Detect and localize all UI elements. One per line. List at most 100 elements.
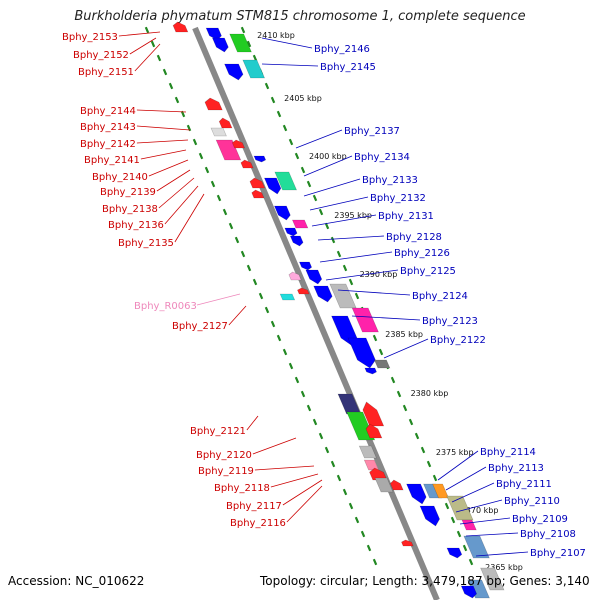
left-gene-label[interactable]: Bphy_2117 xyxy=(226,501,282,512)
right-track-tick xyxy=(444,502,450,510)
left-gene-label[interactable]: Bphy_2138 xyxy=(102,204,158,215)
scale-label: 2390 kbp xyxy=(360,270,398,279)
left-leader-line xyxy=(140,149,187,160)
right-track-tick xyxy=(330,236,336,244)
left-track-tick xyxy=(348,502,354,510)
forward-gene-feature xyxy=(289,235,304,247)
right-track-tick xyxy=(378,348,384,356)
left-track-tick xyxy=(162,68,168,76)
right-gene-label[interactable]: Bphy_2107 xyxy=(530,548,586,559)
reverse-gene-feature xyxy=(288,271,302,281)
forward-gene-feature xyxy=(229,33,252,53)
right-gene-label[interactable]: Bphy_2134 xyxy=(354,152,410,163)
left-track-tick xyxy=(258,292,264,300)
left-gene-label[interactable]: Bphy_2120 xyxy=(196,450,252,461)
left-gene-label[interactable]: Bphy_2152 xyxy=(73,50,129,61)
right-track-tick xyxy=(300,166,306,174)
right-leader-line xyxy=(465,532,519,537)
right-track-tick xyxy=(468,558,474,566)
left-gene-label[interactable]: Bphy_2127 xyxy=(172,321,228,332)
left-track-tick xyxy=(324,446,330,454)
right-gene-label[interactable]: Bphy_2128 xyxy=(386,232,442,243)
accession-text: Accession: NC_010622 xyxy=(8,574,145,588)
forward-gene-feature xyxy=(480,567,505,591)
right-gene-label[interactable]: Bphy_2110 xyxy=(504,496,560,507)
forward-gene-feature xyxy=(463,535,490,559)
left-track-tick xyxy=(174,96,180,104)
right-track-tick xyxy=(294,152,300,160)
left-gene-label[interactable]: Bphy_2139 xyxy=(100,187,156,198)
left-gene-label[interactable]: Bphy_2151 xyxy=(78,67,134,78)
left-gene-label[interactable]: Bphy_2140 xyxy=(92,172,148,183)
left-gene-label[interactable]: Bphy_2116 xyxy=(230,518,286,529)
left-gene-label[interactable]: Bphy_2141 xyxy=(84,155,140,166)
right-gene-label[interactable]: Bphy_2109 xyxy=(512,514,568,525)
right-gene-label[interactable]: Bphy_2114 xyxy=(480,447,536,458)
left-leader-line xyxy=(136,125,191,131)
left-leader-line xyxy=(129,37,157,55)
right-leader-line xyxy=(303,178,361,197)
right-gene-label[interactable]: Bphy_2132 xyxy=(370,193,426,204)
left-gene-label[interactable]: Bphy_2119 xyxy=(198,466,254,477)
left-leader-line xyxy=(196,293,241,306)
right-gene-label[interactable]: Bphy_2123 xyxy=(422,316,478,327)
right-gene-label[interactable]: Bphy_2137 xyxy=(344,126,400,137)
forward-gene-feature xyxy=(460,585,478,599)
left-track-tick xyxy=(264,306,270,314)
right-gene-label[interactable]: Bphy_2111 xyxy=(496,479,552,490)
right-gene-label[interactable]: Bphy_2131 xyxy=(378,211,434,222)
right-gene-label[interactable]: Bphy_2125 xyxy=(400,266,456,277)
scale-label: 2385 kbp xyxy=(385,330,423,339)
left-track-tick xyxy=(216,194,222,202)
reverse-gene-feature xyxy=(249,177,266,189)
reverse-gene-feature xyxy=(240,159,254,169)
right-gene-label[interactable]: Bphy_2133 xyxy=(362,175,418,186)
right-track-tick xyxy=(342,264,348,272)
left-gene-label[interactable]: Bphy_2121 xyxy=(190,426,246,437)
forward-gene-feature xyxy=(299,261,313,271)
forward-gene-feature xyxy=(292,219,309,229)
right-gene-label[interactable]: Bphy_2122 xyxy=(430,335,486,346)
left-track-tick xyxy=(360,530,366,538)
right-leader-line xyxy=(295,129,343,149)
right-gene-label[interactable]: Bphy_2146 xyxy=(314,44,370,55)
left-gene-label[interactable]: Bphy_2144 xyxy=(80,106,136,117)
left-gene-label[interactable]: Bphy_2136 xyxy=(108,220,164,231)
left-track-tick xyxy=(312,418,318,426)
left-leader-line xyxy=(270,473,319,488)
forward-gene-feature xyxy=(374,359,391,369)
left-gene-label[interactable]: Bphy_2118 xyxy=(214,483,270,494)
forward-gene-feature xyxy=(419,505,440,527)
left-track-tick xyxy=(204,166,210,174)
left-track-tick xyxy=(306,404,312,412)
right-gene-label[interactable]: Bphy_2113 xyxy=(488,463,544,474)
reverse-gene-feature xyxy=(251,189,265,199)
left-gene-label[interactable]: Bphy_2135 xyxy=(118,238,174,249)
left-track-tick xyxy=(366,544,372,552)
right-leader-line xyxy=(451,482,495,503)
forward-gene-feature xyxy=(329,283,357,309)
left-gene-label[interactable]: Bphy_R0063 xyxy=(134,301,197,312)
left-track-tick xyxy=(210,180,216,188)
left-track-tick xyxy=(294,376,300,384)
right-gene-label[interactable]: Bphy_2124 xyxy=(412,291,468,302)
right-track-tick xyxy=(372,334,378,342)
left-leader-line xyxy=(254,465,315,471)
left-gene-label[interactable]: Bphy_2153 xyxy=(62,32,118,43)
left-track-tick xyxy=(234,236,240,244)
left-gene-label[interactable]: Bphy_2142 xyxy=(80,139,136,150)
right-gene-label[interactable]: Bphy_2126 xyxy=(394,248,450,259)
left-leader-line xyxy=(118,31,161,37)
reverse-gene-feature xyxy=(210,127,227,137)
scale-label: 2380 kbp xyxy=(411,389,449,398)
left-gene-label[interactable]: Bphy_2143 xyxy=(80,122,136,133)
scale-label: 2375 kbp xyxy=(436,448,474,457)
right-track-tick xyxy=(390,376,396,384)
right-track-tick xyxy=(396,390,402,398)
right-leader-line xyxy=(351,315,421,321)
right-gene-label[interactable]: Bphy_2108 xyxy=(520,529,576,540)
right-gene-label[interactable]: Bphy_2145 xyxy=(320,62,376,73)
forward-gene-feature xyxy=(284,227,298,237)
right-track-tick xyxy=(282,124,288,132)
right-leader-line xyxy=(303,155,353,177)
